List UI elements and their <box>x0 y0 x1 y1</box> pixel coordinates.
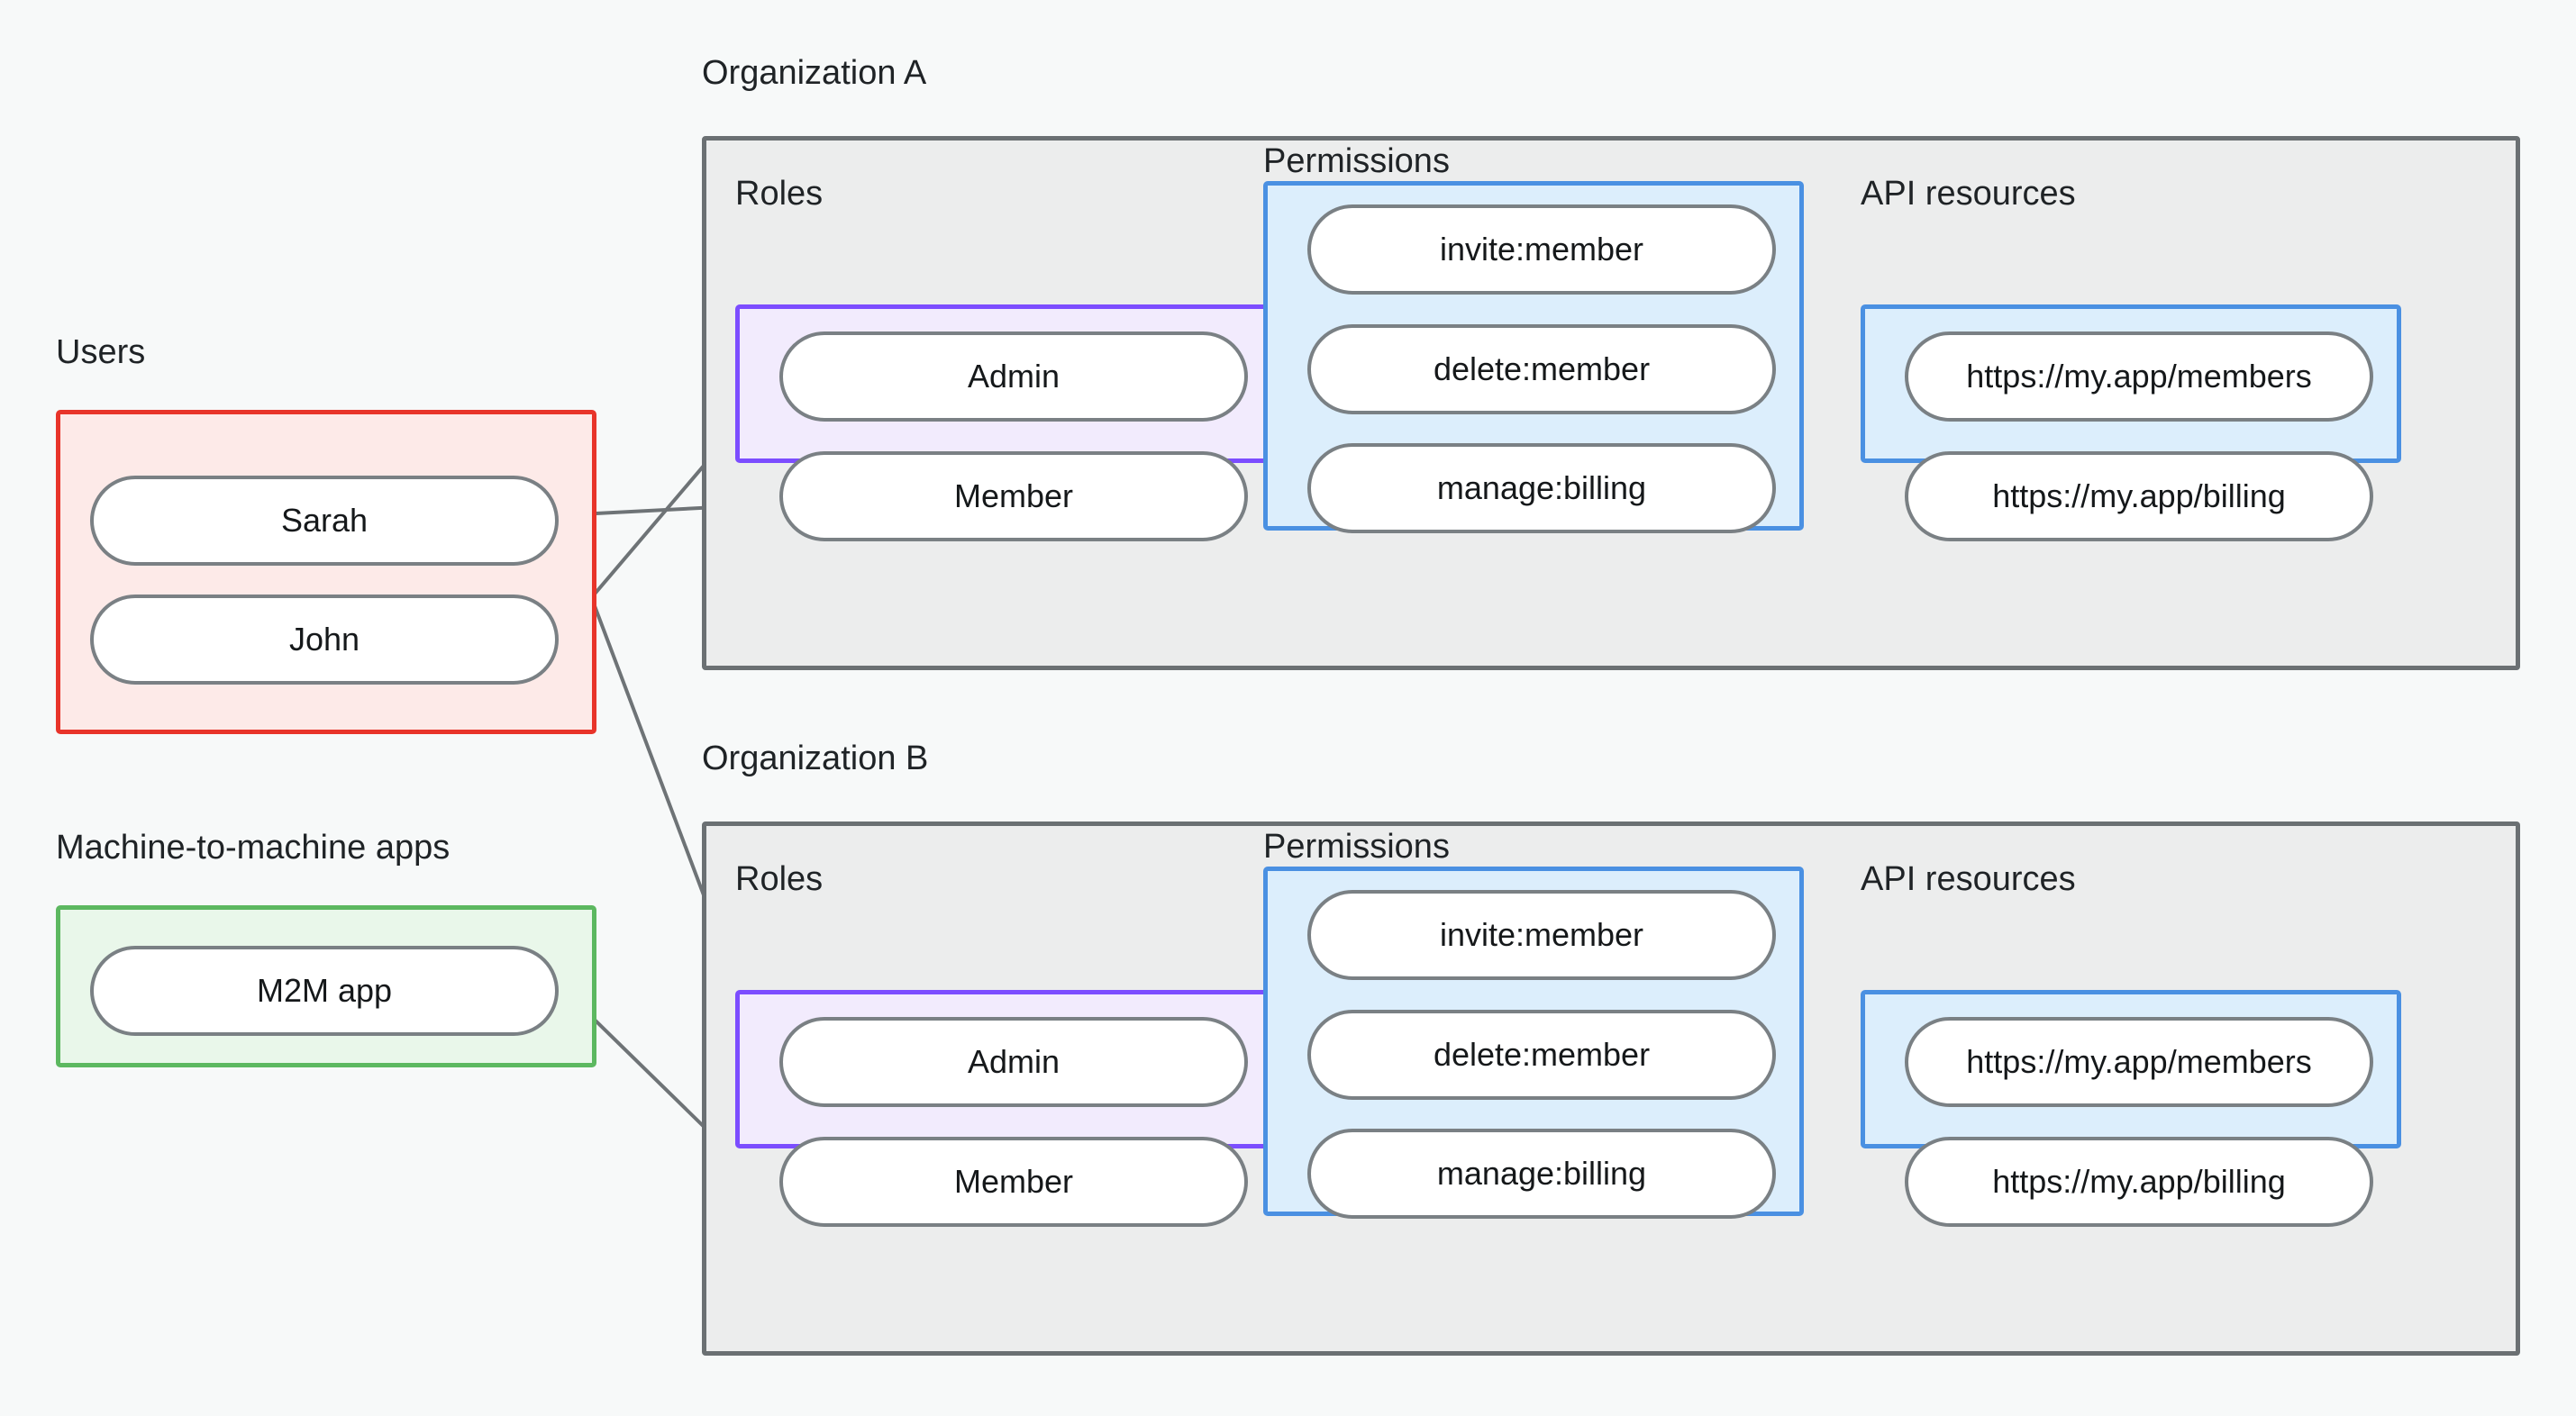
orgA-role-pill-member[interactable]: Member <box>779 451 1248 541</box>
orgB-api-resources-caption: API resources <box>1861 860 2076 898</box>
orgB-roles-caption: Roles <box>735 860 824 898</box>
m2m-pill-app[interactable]: M2M app <box>90 946 559 1036</box>
orgB-api-pill-billing[interactable]: https://my.app/billing <box>1905 1137 2373 1227</box>
user-pill-sarah[interactable]: Sarah <box>90 476 559 566</box>
m2m-caption: Machine-to-machine apps <box>56 829 451 867</box>
orgA-api-resources-group: https://my.app/members https://my.app/bi… <box>1861 304 2401 541</box>
orgA-roles-group: Admin Member <box>735 304 1276 541</box>
orgA-api-pill-billing[interactable]: https://my.app/billing <box>1905 451 2373 541</box>
orgA-roles-caption: Roles <box>735 175 824 213</box>
orgA-permissions-group: invite:member delete:member manage:billi… <box>1263 181 1804 533</box>
users-group: Sarah John <box>56 410 596 734</box>
orgA-permission-pill-delete-member[interactable]: delete:member <box>1307 324 1776 414</box>
orgB-api-pill-members[interactable]: https://my.app/members <box>1905 1017 2373 1107</box>
orgB-role-pill-admin[interactable]: Admin <box>779 1017 1248 1107</box>
orgA-permissions-caption: Permissions <box>1263 142 1450 180</box>
organization-b-caption: Organization B <box>702 740 929 777</box>
organization-b-container: Roles Admin Member Permissions invite:me… <box>702 821 2520 1356</box>
orgB-permissions-group: invite:member delete:member manage:billi… <box>1263 867 1804 1219</box>
orgA-permission-pill-manage-billing[interactable]: manage:billing <box>1307 443 1776 533</box>
m2m-group: M2M app <box>56 905 596 1067</box>
user-pill-john[interactable]: John <box>90 595 559 685</box>
orgA-permission-pill-invite-member[interactable]: invite:member <box>1307 204 1776 295</box>
orgB-api-resources-group: https://my.app/members https://my.app/bi… <box>1861 990 2401 1227</box>
orgB-permissions-caption: Permissions <box>1263 828 1450 866</box>
orgA-role-pill-admin[interactable]: Admin <box>779 331 1248 422</box>
orgA-api-pill-members[interactable]: https://my.app/members <box>1905 331 2373 422</box>
orgB-role-pill-member[interactable]: Member <box>779 1137 1248 1227</box>
orgB-permission-pill-invite-member[interactable]: invite:member <box>1307 890 1776 980</box>
users-caption: Users <box>56 333 146 371</box>
organization-a-caption: Organization A <box>702 54 927 92</box>
orgB-permission-pill-manage-billing[interactable]: manage:billing <box>1307 1129 1776 1219</box>
orgB-roles-group: Admin Member <box>735 990 1276 1227</box>
orgA-api-resources-caption: API resources <box>1861 175 2076 213</box>
orgB-permission-pill-delete-member[interactable]: delete:member <box>1307 1010 1776 1100</box>
organization-a-container: Roles Admin Member Permissions invite:me… <box>702 136 2520 670</box>
